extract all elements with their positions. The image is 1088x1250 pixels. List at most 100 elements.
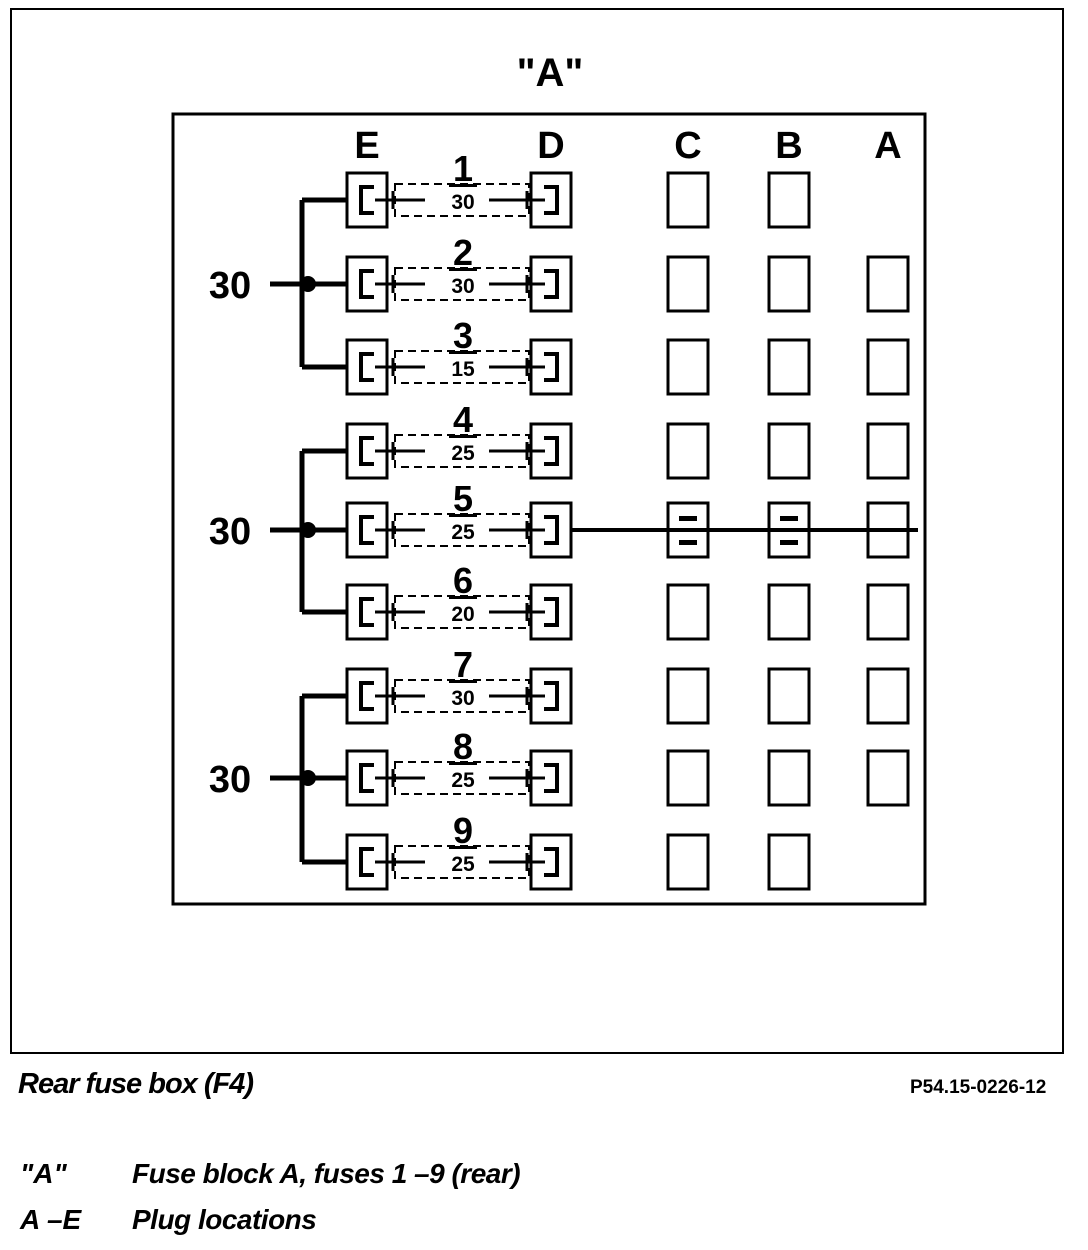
fuse-rating: 25 (451, 853, 475, 876)
plug-c (666, 171, 710, 229)
plug-a (866, 667, 910, 725)
plug-b-contact-top (780, 516, 798, 521)
fuse-rating: 25 (451, 442, 475, 465)
column-header-b: B (775, 125, 802, 167)
plug-e-bracket (359, 681, 374, 711)
plug-b (767, 501, 811, 559)
fuse-number-underline (449, 268, 477, 271)
plug-c (666, 501, 710, 559)
legend-key-fuse-block: "A" (20, 1158, 67, 1189)
fuse-rating: 30 (451, 687, 474, 710)
plug-c-contact-top (679, 516, 697, 521)
column-header-d: D (537, 125, 564, 167)
diagram-frame (10, 8, 1064, 1054)
plug-e-bracket (359, 352, 374, 382)
fuse-row-1: 130 (302, 148, 811, 229)
fuse-row-4: 425 (302, 399, 910, 480)
plug-b (767, 338, 811, 396)
plug-a (866, 255, 910, 313)
plug-e-bracket (359, 269, 374, 299)
plug-b (767, 583, 811, 641)
plug-a (866, 501, 910, 559)
plug-d-bracket (544, 269, 559, 299)
column-header-e: E (354, 125, 379, 167)
fuse-number: 3 (453, 315, 473, 356)
legend-desc-plug-locations: Plug locations (132, 1204, 317, 1235)
fuse-rating: 15 (451, 358, 475, 381)
plug-e (345, 255, 389, 313)
fuse-rating: 30 (451, 275, 474, 298)
fuse-number: 5 (453, 478, 473, 519)
plug-d-bracket (544, 847, 559, 877)
plug-a (866, 422, 910, 480)
feed-lines: 30 30 30 (209, 200, 316, 862)
fuse-number-underline (449, 435, 477, 438)
figure-caption: Rear fuse box (F4) (18, 1068, 254, 1100)
fuse-block-border (171, 112, 927, 906)
plug-e-bracket (359, 515, 374, 545)
plug-c (666, 749, 710, 807)
plug-b (767, 667, 811, 725)
fuse-row-5: 525 (302, 478, 918, 559)
fuse-number: 1 (453, 148, 473, 189)
fuse-rating: 25 (451, 521, 475, 544)
fuse-row-6: 620 (302, 560, 910, 641)
fuse-number-underline (449, 680, 477, 683)
plug-b-contact-bottom (780, 540, 798, 545)
plug-d-bracket (544, 352, 559, 382)
plug-a (866, 749, 910, 807)
plug-b (767, 749, 811, 807)
fuse-number-underline (449, 351, 477, 354)
fuse-number-underline (449, 762, 477, 765)
column-header-c: C (674, 125, 701, 167)
fuse-rating: 25 (451, 769, 475, 792)
fuse-row-7: 730 (302, 644, 910, 725)
fuse-number: 2 (453, 232, 473, 273)
feed-label-1: 30 (209, 265, 251, 307)
plug-b (767, 255, 811, 313)
plug-c (666, 583, 710, 641)
plug-c (666, 338, 710, 396)
plug-d-bracket (544, 185, 559, 215)
plug-d-bracket (544, 681, 559, 711)
plug-e-bracket (359, 597, 374, 627)
plug-d-bracket (544, 763, 559, 793)
plug-e-bracket (359, 763, 374, 793)
plug-c (666, 833, 710, 891)
plug-c-contact-bottom (679, 540, 697, 545)
fuse-rating: 30 (451, 191, 474, 214)
fuse-number-underline (449, 596, 477, 599)
fuse-row-8: 825 (302, 726, 910, 807)
feed-label-2: 30 (209, 511, 251, 553)
plug-d-bracket (544, 436, 559, 466)
legend-desc-fuse-block: Fuse block A, fuses 1 –9 (rear) (132, 1158, 521, 1189)
fuse-number-underline (449, 846, 477, 849)
legend-key-plug-locations: A –E (20, 1204, 82, 1235)
feed-label-3: 30 (209, 759, 251, 801)
fuse-row-3: 315 (302, 315, 910, 396)
fuse-row-9: 925 (302, 810, 811, 891)
plug-d-bracket (544, 515, 559, 545)
plug-e-bracket (359, 847, 374, 877)
plug-c (666, 422, 710, 480)
plug-a (866, 338, 910, 396)
plug-b (767, 833, 811, 891)
fuse-row-2: 230 (302, 232, 910, 313)
fuse-rating: 20 (451, 603, 474, 626)
fuse-block-title: "A" (517, 51, 584, 95)
plug-e-bracket (359, 436, 374, 466)
fuse-number: 6 (453, 560, 473, 601)
plug-e-bracket (359, 185, 374, 215)
plug-c (666, 255, 710, 313)
figure-reference: P54.15-0226-12 (910, 1077, 1047, 1098)
plug-b (767, 422, 811, 480)
fuse-number: 7 (453, 644, 473, 685)
plug-b (767, 171, 811, 229)
plug-a (866, 583, 910, 641)
plug-c (666, 667, 710, 725)
fuse-number: 8 (453, 726, 473, 767)
fuse-number: 4 (453, 399, 473, 440)
